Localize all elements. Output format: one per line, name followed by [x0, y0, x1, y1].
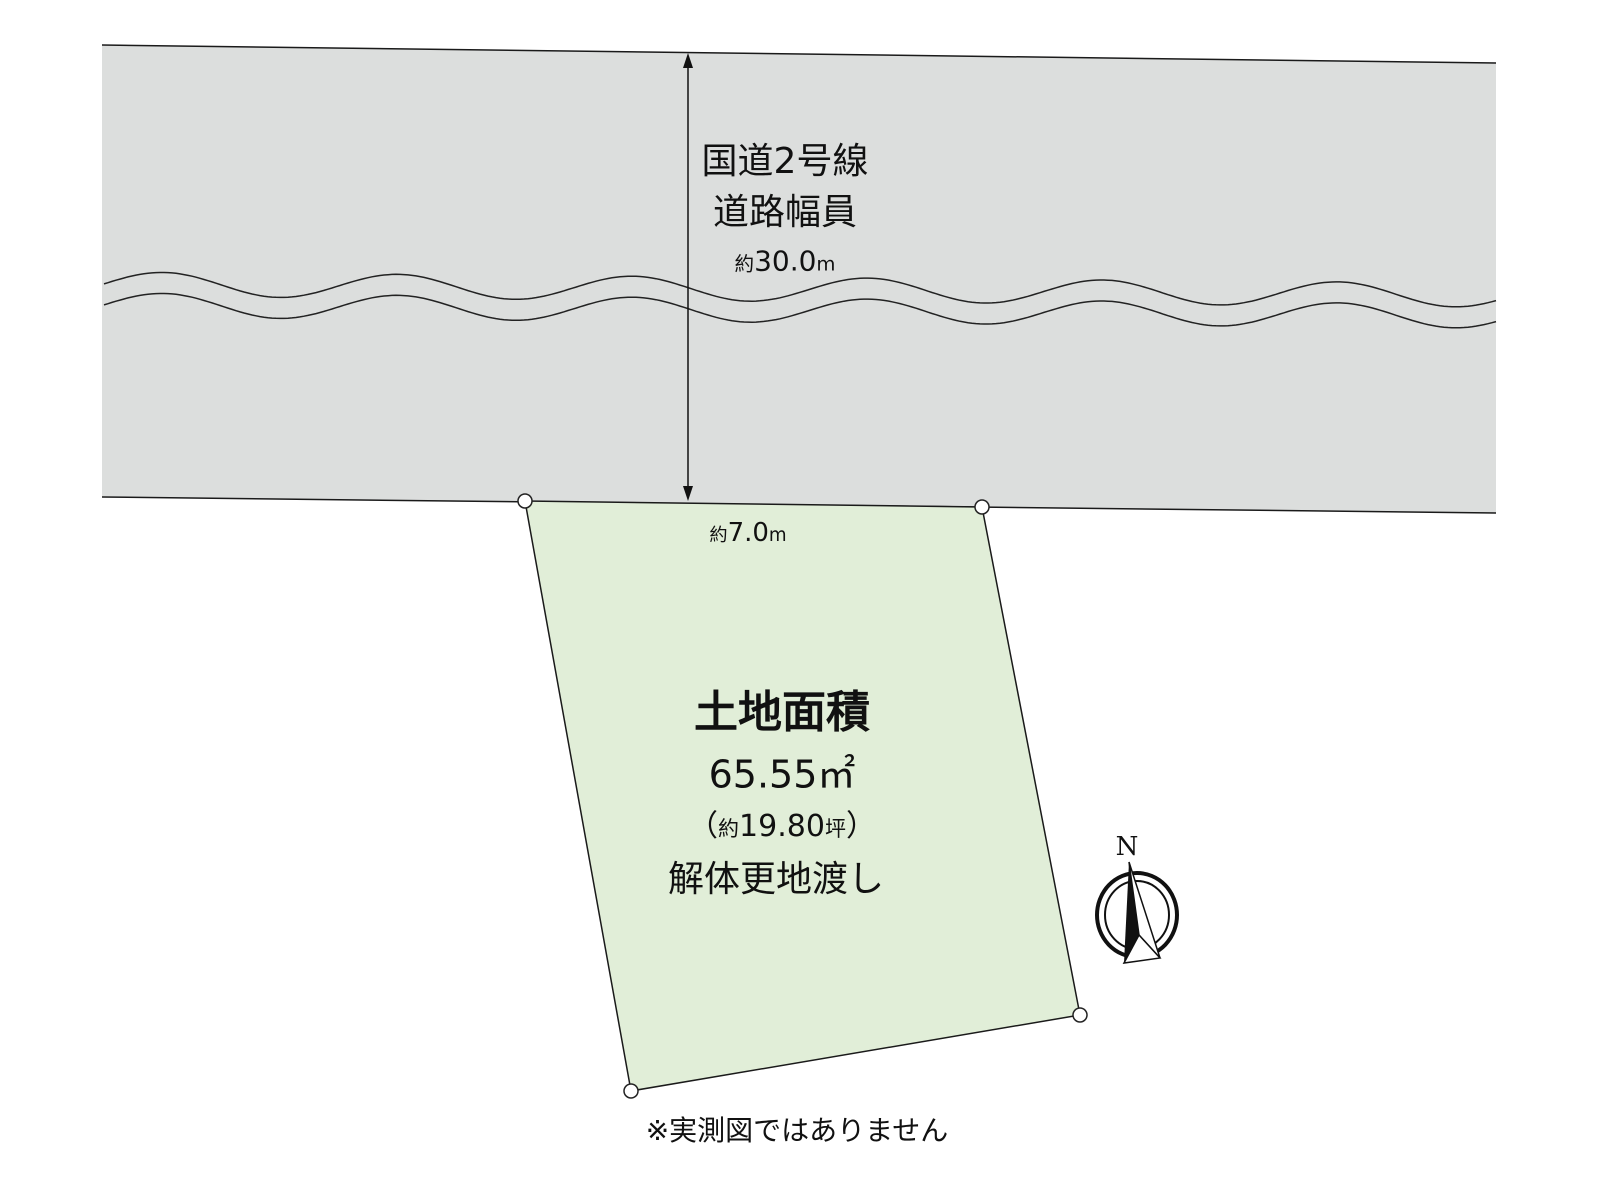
- road-width-dimension-arrow: [683, 53, 693, 501]
- land-condition: 解体更地渡し: [667, 859, 885, 900]
- land-area-title: 土地面積: [694, 687, 870, 738]
- land-area-tsubo: （約19.80坪）: [688, 809, 876, 844]
- frontage-value: 約7.0m: [709, 518, 787, 548]
- road-top-edge: [101, 44, 1497, 64]
- road-width-value: 約30.0m: [734, 244, 836, 278]
- road-width-label: 道路幅員: [712, 192, 858, 233]
- disclaimer-note: ※実測図ではありません: [645, 1114, 949, 1147]
- road-break-line-lower: [103, 292, 1497, 329]
- boundary-marker: [517, 493, 533, 509]
- north-arrow-icon: N: [1095, 832, 1179, 964]
- road-name: 国道2号線: [701, 141, 869, 182]
- north-label: N: [1116, 832, 1139, 862]
- road-break-line-upper: [103, 271, 1497, 308]
- land-area-value: 65.55㎡: [708, 752, 856, 797]
- boundary-marker: [623, 1083, 639, 1099]
- boundary-marker: [974, 499, 990, 515]
- road-area: [102, 45, 1496, 513]
- boundary-marker: [1072, 1007, 1088, 1023]
